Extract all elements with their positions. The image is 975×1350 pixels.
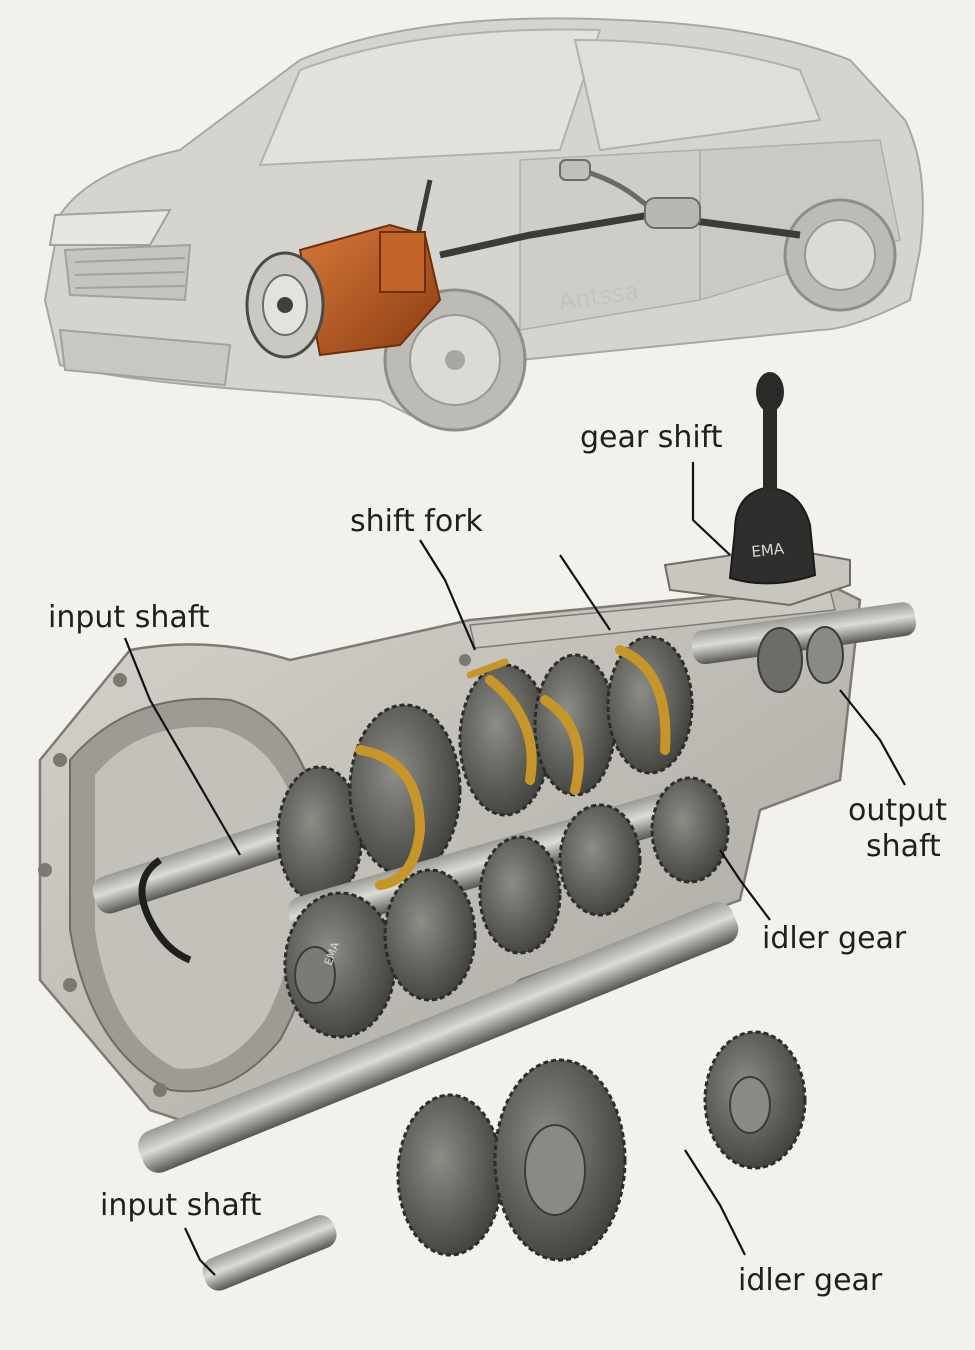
gear-shifter: EMA [663, 372, 851, 607]
shift-forks [355, 645, 671, 890]
car-front-wheel [383, 288, 527, 432]
car-rear-wheel [783, 198, 897, 312]
label-gear-shift: gear shift [580, 420, 723, 455]
leader-lines [123, 462, 906, 1276]
leader-input-shaft-bottom [184, 1227, 216, 1276]
label-idler-gear-bottom: idler gear [738, 1263, 883, 1298]
loose-shaft-assembly [138, 901, 807, 1291]
gearbox-gears: EMA [276, 635, 730, 1039]
label-output-shaft-line2: shaft [866, 829, 941, 864]
car-drivetrain [415, 159, 801, 259]
gearbox-output-shaft [691, 602, 916, 693]
leader-input-shaft-top [123, 637, 241, 856]
label-input-shaft-top: input shaft [48, 600, 210, 635]
label-shift-fork: shift fork [350, 504, 483, 539]
leader-gear-shift [691, 462, 731, 556]
label-idler-gear-mid: idler gear [762, 921, 907, 956]
leader-output-shaft [839, 689, 906, 786]
leader-idler-gear-bottom [684, 1149, 746, 1256]
label-input-shaft-bottom: input shaft [100, 1188, 262, 1223]
shifter-watermark: EMA [751, 540, 786, 561]
leader-shift-fork [419, 539, 477, 651]
label-output-shaft-line1: output [848, 793, 947, 828]
car-transmission-orange [245, 223, 442, 359]
leader-shift-fork-2 [559, 554, 611, 631]
leader-idler-gear-mid [719, 849, 771, 921]
